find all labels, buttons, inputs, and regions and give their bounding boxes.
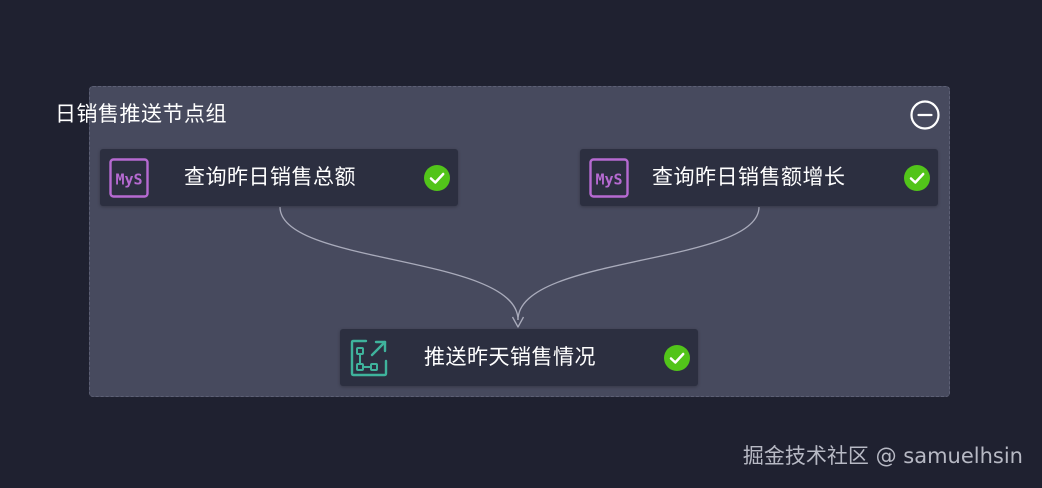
svg-text:MyS: MyS	[595, 171, 622, 189]
watermark: 掘金技术社区 @ samuelhsin	[742, 444, 1023, 468]
flow-node-label: 推送昨天销售情况	[424, 345, 596, 369]
mysql-icon: MyS	[109, 158, 149, 198]
push-flow-icon	[350, 339, 388, 377]
mysql-icon: MyS	[589, 158, 629, 198]
flow-node-push-report[interactable]: 推送昨天销售情况	[340, 329, 698, 386]
flow-node-query-growth[interactable]: MyS 查询昨日销售额增长	[580, 149, 938, 206]
check-circle-icon	[424, 165, 450, 191]
check-circle-icon	[664, 345, 690, 371]
check-circle-icon	[904, 165, 930, 191]
flow-node-query-total[interactable]: MyS 查询昨日销售总额	[100, 149, 458, 206]
flow-node-label: 查询昨日销售额增长	[652, 165, 846, 189]
flow-node-label: 查询昨日销售总额	[184, 165, 356, 189]
svg-text:MyS: MyS	[115, 171, 142, 189]
minus-circle-icon[interactable]	[909, 99, 941, 131]
node-group-title: 日销售推送节点组	[55, 102, 227, 126]
